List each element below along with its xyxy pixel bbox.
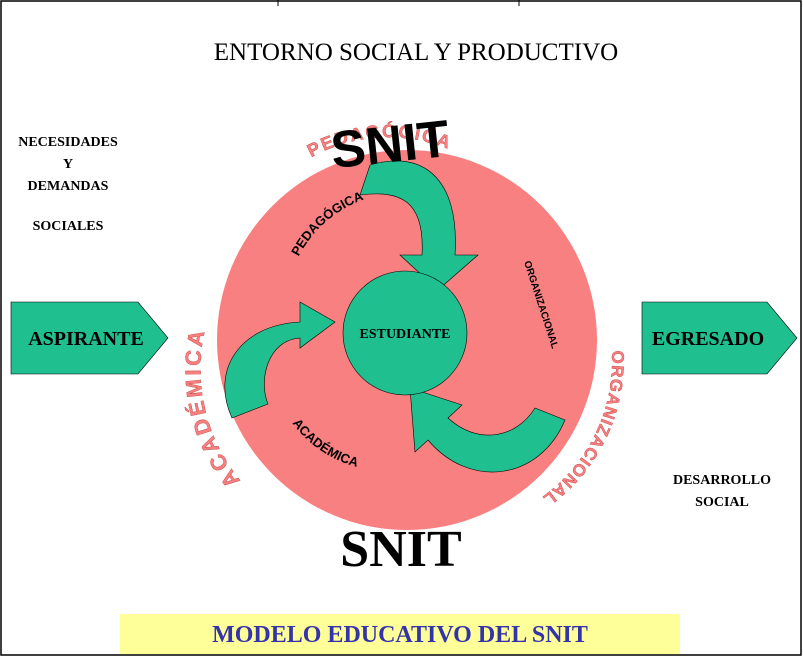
note-social: SOCIALES — [33, 219, 104, 234]
center-label: ESTUDIANTE — [359, 327, 450, 342]
curved-arrow-top — [359, 160, 479, 291]
left-notes: NECESIDADES Y DEMANDAS SOCIALES — [18, 135, 118, 234]
output-arrow-label: EGRESADO — [652, 328, 764, 350]
right-notes: DESARROLLO SOCIAL — [673, 473, 771, 510]
input-arrow-label: ASPIRANTE — [28, 328, 144, 350]
note-development-social: SOCIAL — [695, 495, 749, 510]
snit-top: SNIT — [328, 110, 452, 180]
center-circle — [342, 270, 468, 396]
output-arrow — [641, 301, 798, 375]
input-arrow — [10, 301, 169, 375]
footer-title: MODELO EDUCATIVO DEL SNIT — [212, 622, 588, 648]
note-needs: NECESIDADES — [18, 135, 118, 150]
note-demands: DEMANDAS — [28, 179, 109, 194]
diagram-title: ENTORNO SOCIAL Y PRODUCTIVO — [214, 39, 618, 66]
snit-bottom: SNIT — [340, 521, 461, 578]
note-development: DESARROLLO — [673, 473, 771, 488]
curved-arrow-right — [409, 387, 566, 473]
footer-banner — [120, 614, 680, 654]
note-and: Y — [63, 157, 73, 172]
curved-arrow-left — [224, 301, 336, 419]
